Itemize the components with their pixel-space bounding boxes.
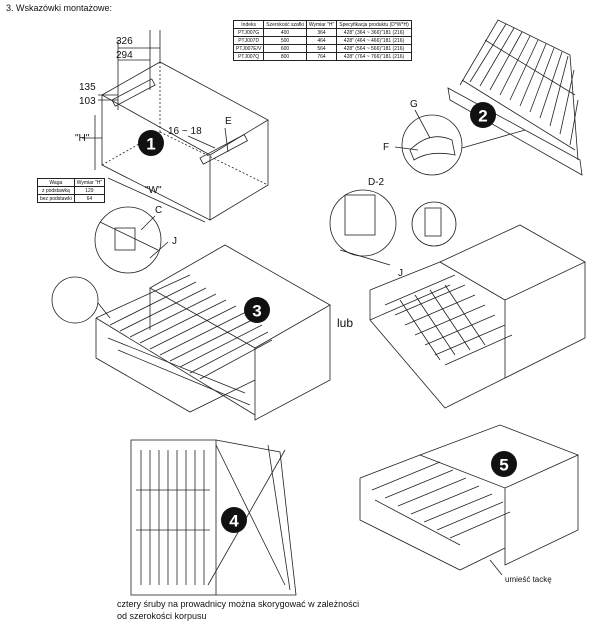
detail-c	[94, 206, 169, 274]
weight-row: bez podstawki 64	[37, 194, 106, 203]
label-j1: J	[172, 236, 177, 247]
weight-cell: 64	[73, 194, 106, 203]
panel-2-basket	[394, 19, 583, 176]
spec-cell: 428" (764 ~ 766)"181 (216)	[336, 52, 412, 61]
spec-cell: 500	[263, 36, 307, 45]
spec-cell: 764	[305, 52, 338, 61]
spec-cell: 400	[263, 28, 307, 37]
weight-header: Waga	[37, 178, 75, 187]
spec-row: PTJ007D 500 464 428" (464 ~ 466)"181 (21…	[232, 36, 412, 45]
label-f: F	[383, 142, 389, 153]
weight-table: Waga Wymiar "H" z podstawką 129 bez pods…	[37, 178, 106, 203]
weight-header: Wymiar "H"	[73, 178, 106, 187]
spec-cell: 464	[305, 36, 338, 45]
spec-row: PTJ007Q 800 764 428" (764 ~ 766)"181 (21…	[232, 52, 412, 61]
dim-h: "H"	[75, 133, 90, 144]
bottom-note: cztery śruby na prowadnicy można skorygo…	[117, 599, 360, 621]
step-2-badge: 2	[470, 102, 496, 128]
svg-text:1: 1	[146, 135, 155, 154]
spec-header: Indeks	[232, 20, 265, 29]
dim-294: 294	[116, 50, 133, 61]
label-g: G	[410, 99, 418, 110]
spec-cell: PTJ007G	[232, 28, 265, 37]
dim-w: "W"	[145, 185, 162, 196]
svg-text:3: 3	[252, 302, 261, 321]
panel-5-cabinet	[359, 424, 580, 576]
panel-3-cabinet	[51, 244, 331, 421]
step-4-badge: 4	[221, 507, 247, 533]
spec-header: Wymiar "H"	[305, 20, 338, 29]
spec-cell: 564	[305, 44, 338, 53]
detail-d2	[329, 189, 457, 266]
panel-lub-cabinet	[369, 224, 586, 409]
weight-row: z podstawką 129	[37, 186, 106, 195]
dim-16-18: 16 ~ 18	[168, 126, 202, 137]
label-d2: D-2	[368, 177, 385, 188]
panel-4-front	[130, 439, 297, 596]
step-5-badge: 5	[491, 451, 517, 477]
dim-326: 326	[116, 36, 133, 47]
weight-cell: 129	[73, 186, 106, 195]
spec-cell: 428" (464 ~ 466)"181 (216)	[336, 36, 412, 45]
dim-135: 135	[79, 82, 96, 93]
panel-1-cabinet	[82, 30, 269, 223]
spec-row: PTJ007G 400 364 428" (364 ~ 366)"181 (21…	[232, 28, 412, 37]
spec-cell: PTJ007D	[232, 36, 265, 45]
svg-text:4: 4	[229, 512, 239, 531]
spec-header: Specyfikacja produktu (D*W*H)	[336, 20, 412, 29]
spec-cell: 600	[263, 44, 307, 53]
label-e: E	[225, 116, 232, 127]
dim-103: 103	[79, 96, 96, 107]
spec-cell: 364	[305, 28, 338, 37]
spec-header: Szerokość szafki	[263, 20, 307, 29]
label-c: C	[155, 205, 162, 216]
step-1-badge: 1	[138, 130, 164, 156]
spec-cell: 800	[263, 52, 307, 61]
place-tray-label: umieść tackę	[505, 575, 552, 584]
svg-text:5: 5	[499, 456, 508, 475]
svg-text:2: 2	[478, 107, 487, 126]
weight-cell: bez podstawki	[37, 194, 75, 203]
label-j2: J	[398, 268, 403, 279]
spec-table: Indeks Szerokość szafki Wymiar "H" Specy…	[232, 20, 412, 61]
weight-cell: z podstawką	[37, 186, 75, 195]
spec-cell: PTJ007E/V	[232, 44, 265, 53]
spec-row: PTJ007E/V 600 564 428" (564 ~ 566)"181 (…	[232, 44, 412, 53]
lub-label: lub	[337, 316, 354, 330]
spec-cell: PTJ007Q	[232, 52, 265, 61]
spec-cell: 428" (564 ~ 566)"181 (216)	[336, 44, 412, 53]
step-3-badge: 3	[244, 297, 270, 323]
spec-cell: 428" (364 ~ 366)"181 (216)	[336, 28, 412, 37]
heading: 3. Wskazówki montażowe:	[6, 3, 113, 13]
